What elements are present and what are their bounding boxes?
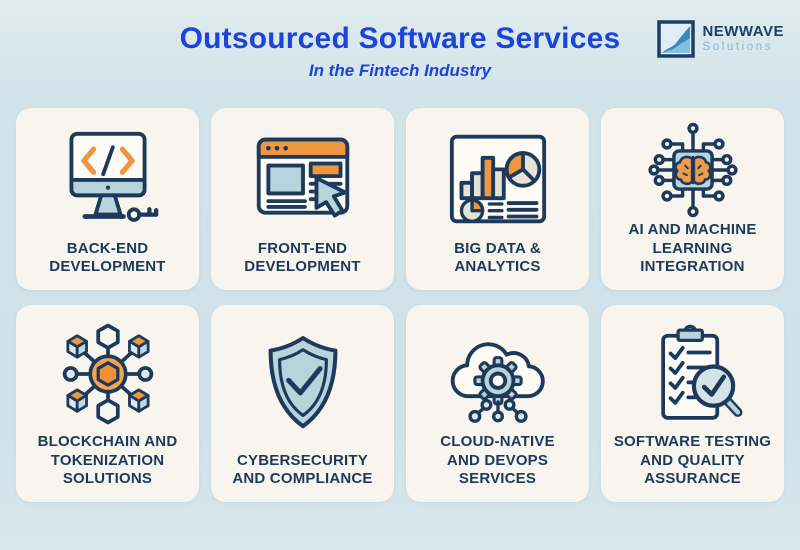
service-label-ai-ml: AI AND MACHINE LEARNING INTEGRATION — [628, 221, 757, 276]
service-card-backend: BACK-END DEVELOPMENT — [16, 108, 199, 290]
monitor-code-key-icon — [69, 131, 158, 222]
token-network-icon — [62, 323, 153, 425]
service-card-bigdata: BIG DATA & ANALYTICS — [406, 108, 589, 290]
page-title: Outsourced Software Services — [179, 22, 621, 55]
service-label-cloud-devops: CLOUD-NATIVE AND DEVOPS SERVICES — [440, 433, 555, 488]
service-label-blockchain: BLOCKCHAIN AND TOKENIZATION SOLUTIONS — [37, 433, 178, 488]
service-label-testing-qa: SOFTWARE TESTING AND QUALITY ASSURANCE — [613, 433, 772, 488]
service-card-blockchain: BLOCKCHAIN AND TOKENIZATION SOLUTIONS — [16, 305, 199, 502]
cloud-gear-icon — [450, 342, 545, 424]
service-card-testing-qa: SOFTWARE TESTING AND QUALITY ASSURANCE — [601, 305, 784, 502]
page-subtitle: In the Fintech Industry — [308, 61, 492, 80]
service-label-backend: BACK-END DEVELOPMENT — [49, 239, 166, 276]
services-grid: BACK-END DEVELOPMENT — [0, 108, 800, 502]
logo-wave-icon — [657, 20, 696, 58]
service-label-frontend: FRONT-END DEVELOPMENT — [244, 239, 361, 276]
logo-name: NEWWAVE — [702, 22, 784, 40]
service-label-bigdata: BIG DATA & ANALYTICS — [454, 239, 541, 276]
header: Outsourced Software Services In the Fint… — [0, 0, 800, 104]
logo: NEWWAVE Solutions — [657, 20, 784, 58]
chip-brain-icon — [647, 122, 738, 217]
logo-tagline: Solutions — [702, 41, 774, 54]
browser-cursor-icon — [256, 137, 349, 218]
service-card-cybersecurity: CYBERSECURITY AND COMPLIANCE — [211, 305, 394, 502]
service-card-frontend: FRONT-END DEVELOPMENT — [211, 108, 394, 290]
service-label-cybersecurity: CYBERSECURITY AND COMPLIANCE — [232, 451, 373, 488]
service-card-ai-ml: AI AND MACHINE LEARNING INTEGRATION — [601, 108, 784, 290]
dashboard-charts-icon — [449, 134, 546, 224]
checklist-magnifier-icon — [660, 324, 742, 420]
service-card-cloud-devops: CLOUD-NATIVE AND DEVOPS SERVICES — [406, 305, 589, 502]
shield-check-icon — [268, 336, 337, 429]
